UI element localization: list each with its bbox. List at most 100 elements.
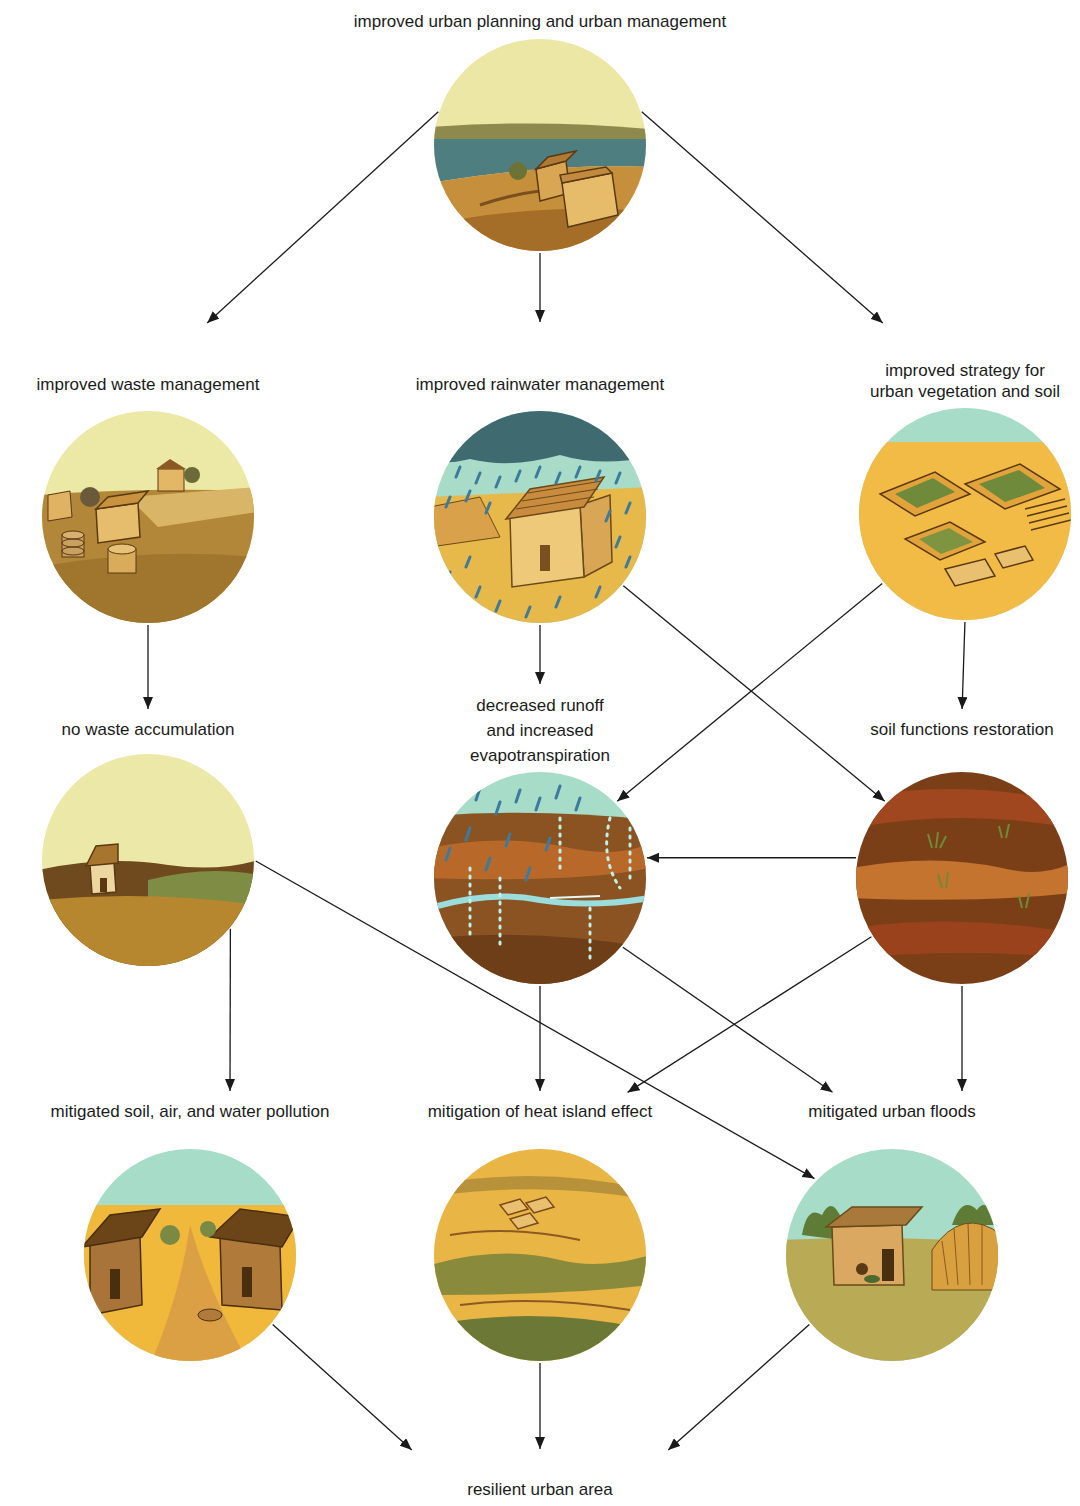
garden-plots-illustration-part [919, 528, 973, 554]
node-label: mitigated soil, air, and water pollution [51, 1100, 330, 1124]
garden-plots-illustration-part [855, 442, 1075, 624]
clean-yard-illustration-part [160, 1225, 180, 1245]
water-cycle-illustration-part [430, 841, 650, 880]
flow-arrow [623, 947, 833, 1092]
flow-arrow [647, 857, 856, 858]
clean-yard-illustration-part [242, 1267, 252, 1297]
green-landscape-illustration-part [430, 1316, 650, 1365]
waste-site-illustration-part [48, 491, 72, 521]
flow-arrow [147, 625, 148, 709]
garden-plots-illustration-part [965, 464, 1060, 509]
flow-arrow [207, 112, 438, 323]
illustrated-node: improved urban planning and urban manage… [350, 4, 730, 251]
waste-site-illustration-part [158, 469, 184, 491]
garden-plots-illustration-part [945, 559, 995, 586]
garden-plots-illustration-part [979, 470, 1045, 502]
green-landscape-illustration-part [430, 1176, 650, 1200]
node-label: soil functions restoration [870, 718, 1053, 742]
waste-site-illustration-part [38, 407, 258, 627]
green-landscape-illustration-part [450, 1231, 630, 1310]
riverside-town-illustration-part [509, 162, 527, 180]
soil-layers-illustration-part [852, 861, 1072, 900]
clean-yard-illustration-part [80, 1205, 300, 1365]
soil-layers-illustration-part [928, 824, 1029, 908]
garden-plots-illustration-part [855, 404, 1075, 624]
green-landscape-illustration-part [430, 1145, 650, 1365]
waste-site-illustration-part [108, 544, 136, 554]
clean-village-illustration-part [38, 896, 258, 970]
soil-layers-illustration-part [852, 922, 1072, 958]
rain-house-illustration-part [430, 407, 650, 463]
illustrated-node: soil functions restoration [852, 712, 1072, 984]
flow-arrow [539, 1363, 540, 1449]
homestead-illustration-part [942, 1223, 982, 1285]
node-label: improved waste management [36, 373, 259, 397]
soil-layers-illustration-part [852, 768, 1072, 988]
flow-arrow [628, 937, 872, 1093]
flow-arrow [617, 583, 882, 801]
water-cycle-illustration [430, 768, 650, 988]
clean-village-illustration-part [38, 860, 258, 970]
soil-layers-illustration [852, 768, 1072, 988]
homestead-illustration-part [952, 1205, 997, 1225]
illustrated-node: decreased runoff and increased evapotran… [430, 687, 650, 984]
water-cycle-illustration-part [550, 896, 600, 898]
riverside-town-illustration-part [430, 123, 650, 141]
flow-arrow [539, 625, 540, 684]
illustrated-node: improved rainwater management [412, 325, 669, 623]
clean-yard-illustration-part [110, 1269, 120, 1299]
node-label: no waste accumulation [62, 718, 235, 742]
riverside-town-illustration-part [430, 35, 650, 255]
green-landscape-illustration [430, 1145, 650, 1365]
node-label: improved strategy for urban vegetation a… [865, 360, 1065, 402]
node-label: mitigation of heat island effect [428, 1100, 653, 1124]
homestead-illustration-part [864, 1275, 880, 1283]
flow-arrow [961, 986, 962, 1091]
garden-plots-illustration-part [905, 522, 985, 560]
node-label: improved rainwater management [416, 373, 665, 397]
green-landscape-illustration-part [500, 1197, 554, 1229]
rain-house-illustration-part [430, 407, 650, 627]
water-cycle-illustration-part [470, 818, 630, 958]
homestead-illustration [782, 1145, 1002, 1365]
water-cycle-illustration-part [430, 813, 650, 988]
garden-plots-illustration-part [880, 472, 970, 516]
node-label: resilient urban area [467, 1478, 613, 1502]
flow-arrow [273, 1324, 412, 1450]
clean-village-illustration [38, 750, 258, 970]
water-cycle-illustration-part [430, 935, 650, 988]
node-label: decreased runoff and increased evapotran… [463, 693, 617, 768]
garden-plots-illustration-part [995, 546, 1033, 568]
garden-plots-illustration-part [1025, 499, 1071, 530]
clean-yard-illustration-part [82, 1209, 160, 1247]
clean-yard-illustration-part [80, 1145, 300, 1365]
flow-arrow [623, 586, 884, 801]
flow-arrow [539, 986, 540, 1091]
homestead-illustration-part [826, 1207, 922, 1227]
flow-arrow [256, 861, 815, 1179]
homestead-illustration-part [856, 1263, 868, 1275]
waste-site-illustration-part [38, 554, 258, 627]
node-label: mitigated urban floods [808, 1100, 975, 1124]
flow-arrow [539, 253, 540, 322]
waste-site-illustration-part [62, 547, 84, 555]
clean-yard-illustration-part [198, 1309, 222, 1321]
riverside-town-illustration-part [560, 167, 612, 183]
rain-house-illustration-part [540, 545, 550, 571]
clean-village-illustration-part [90, 862, 116, 894]
waste-site-illustration-part [96, 503, 140, 543]
flow-arrow [642, 112, 883, 323]
waste-site-illustration-part [184, 467, 200, 483]
soil-layers-illustration-part [852, 789, 1072, 828]
rain-house-illustration-part [446, 467, 630, 617]
waste-site-illustration-part [96, 491, 148, 509]
waste-site-illustration-part [80, 487, 100, 507]
waste-site-illustration-part [128, 487, 258, 527]
node-label: improved urban planning and urban manage… [354, 10, 726, 34]
riverside-town-illustration-part [536, 151, 576, 169]
green-landscape-illustration-part [430, 1254, 650, 1295]
water-cycle-illustration-part [430, 768, 650, 988]
clean-village-illustration-part [86, 844, 118, 866]
homestead-illustration-part [882, 1249, 894, 1281]
flow-arrow [962, 622, 965, 709]
